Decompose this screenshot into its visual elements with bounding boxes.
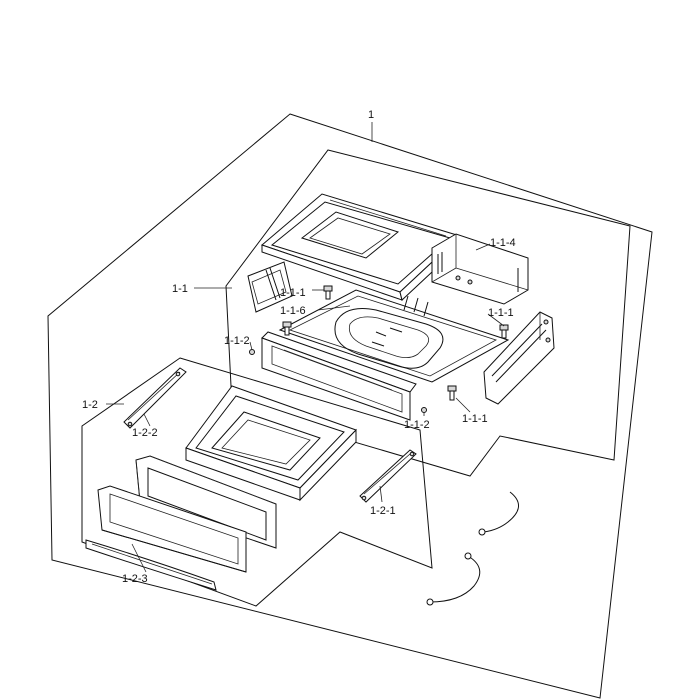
label-1-1-4: 1-1-4 [490,237,516,249]
label-1-1-2-left: 1-1-2 [224,335,250,347]
drawer-front-part [97,485,247,573]
rear-panel-part [431,233,529,305]
label-1-2-3: 1-2-3 [122,573,148,585]
drawer-frame-part [135,455,277,549]
left-slide-rail-part [123,367,187,429]
left-side-bracket-part [247,261,293,313]
front-panel-part [261,331,417,421]
label-1-1-2-right: 1-1-2 [404,419,430,431]
wire-harness-parts [426,491,519,606]
top-frame-part [261,193,463,301]
drawer-tray-part [185,385,357,502]
label-1-1-1-right: 1-1-1 [488,307,514,319]
right-slide-rail-part [359,449,417,503]
base-plate-part [278,289,510,383]
label-1-2: 1-2 [82,399,98,411]
assembly-1-2-boundary [81,357,433,607]
label-1-2-2: 1-2-2 [132,427,158,439]
assembly-1-boundary [47,113,653,699]
assembly-1-1-boundary [225,149,631,477]
label-1-1-1-bottom: 1-1-1 [462,413,488,425]
right-side-bracket-part [483,311,555,405]
drawer-handle-part [85,539,217,591]
label-1-2-1: 1-2-1 [370,505,396,517]
leader-lines [106,122,505,573]
label-1-1-1-top: 1-1-1 [280,287,306,299]
label-1-1: 1-1 [172,283,188,295]
label-1: 1 [368,109,374,121]
label-1-1-6: 1-1-6 [280,305,306,317]
